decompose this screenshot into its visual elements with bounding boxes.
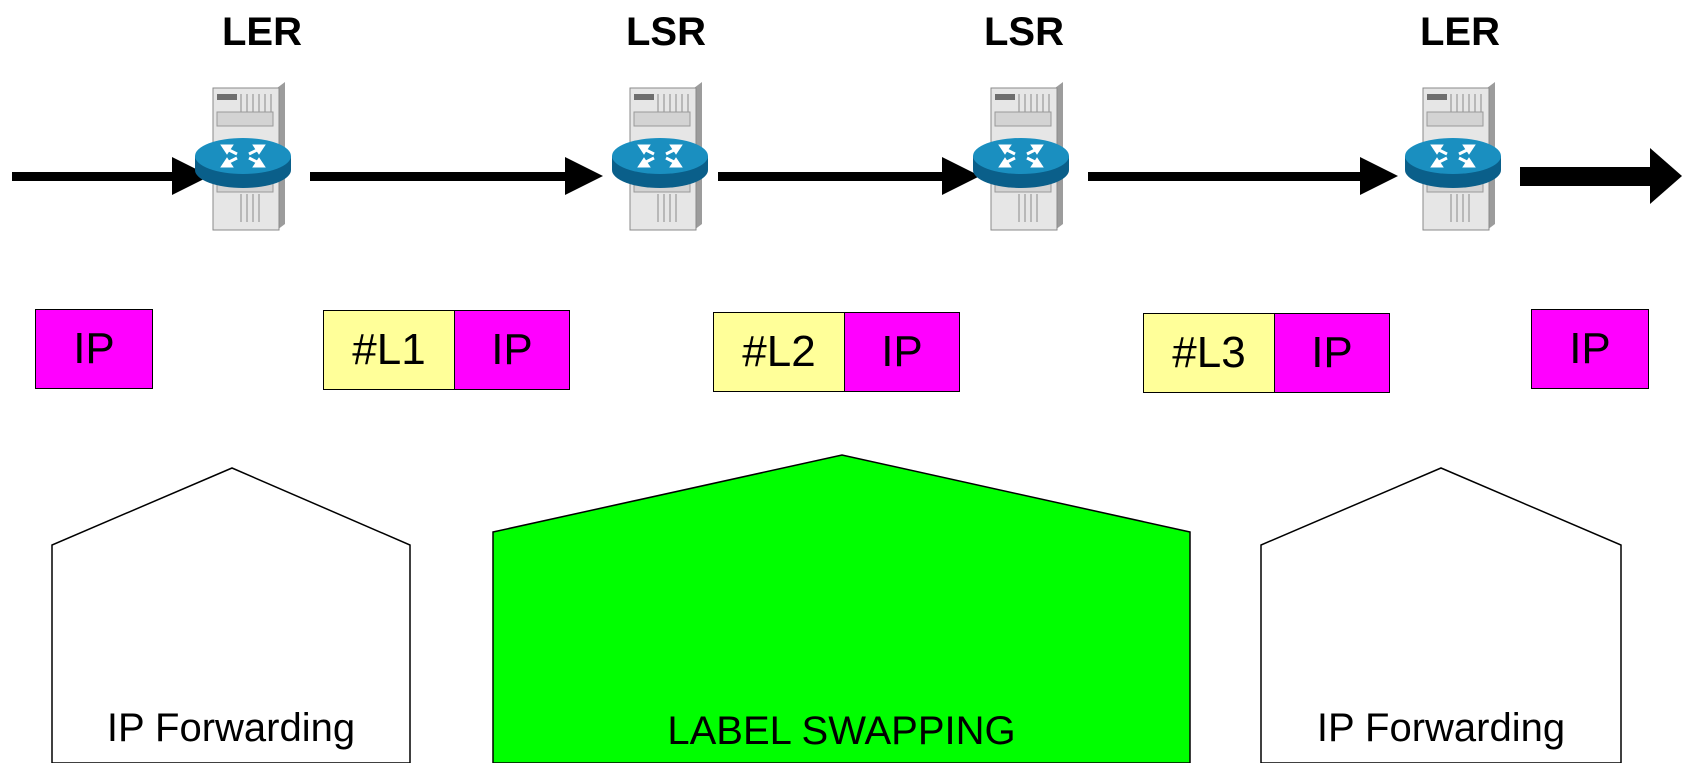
ip-forwarding-block-egress	[1260, 467, 1622, 763]
router-title-lsr-1: LSR	[626, 10, 706, 54]
packet-ip-cell: IP	[455, 311, 569, 389]
router-title-ler-ingress: LER	[222, 10, 302, 54]
packet-l3: #L3 IP	[1143, 313, 1390, 393]
arrow-ler-to-lsr1	[310, 157, 603, 195]
arrow-lsr2-to-ler	[1088, 157, 1398, 195]
packet-label-cell: #L3	[1144, 314, 1275, 392]
packet-ip-cell: IP	[1532, 310, 1648, 388]
packet-ip-cell: IP	[36, 310, 152, 388]
label-swapping-label: LABEL SWAPPING	[667, 709, 1016, 753]
ip-forwarding-block-ingress	[51, 467, 411, 763]
packet-ip-egress: IP	[1531, 309, 1649, 389]
packet-ip-cell: IP	[1275, 314, 1389, 392]
packet-l2: #L2 IP	[713, 312, 960, 392]
router-ler-ingress-icon	[195, 82, 291, 231]
arrow-out	[1520, 148, 1682, 204]
router-lsr-2-icon	[973, 82, 1069, 231]
packet-label-cell: #L2	[714, 313, 845, 391]
ip-forwarding-label-ingress: IP Forwarding	[106, 706, 356, 750]
router-title-ler-egress: LER	[1420, 10, 1500, 54]
router-ler-egress-icon	[1405, 82, 1501, 231]
packet-ip-ingress: IP	[35, 309, 153, 389]
packet-l1: #L1 IP	[323, 310, 570, 390]
label-swapping-block	[492, 454, 1191, 763]
arrow-in	[12, 157, 210, 195]
router-title-lsr-2: LSR	[984, 10, 1064, 54]
packet-ip-cell: IP	[845, 313, 959, 391]
arrow-lsr1-to-lsr2	[718, 157, 980, 195]
packet-label-cell: #L1	[324, 311, 455, 389]
router-lsr-1-icon	[612, 82, 708, 231]
ip-forwarding-label-egress: IP Forwarding	[1316, 706, 1566, 750]
